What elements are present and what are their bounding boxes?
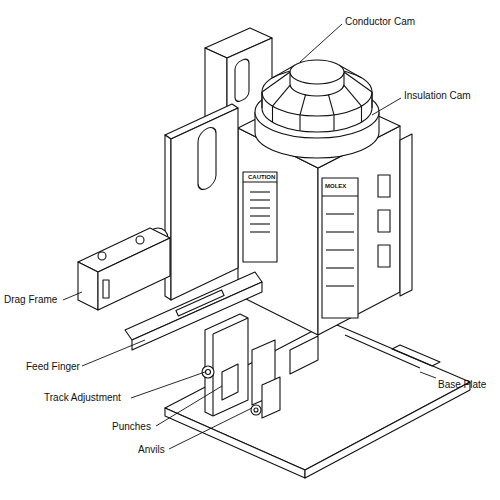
molex-panel xyxy=(322,178,358,318)
drawing-stroke xyxy=(326,249,354,250)
part-label: Drag Frame xyxy=(4,295,57,305)
part-label: Conductor Cam xyxy=(345,17,415,27)
drawing-stroke xyxy=(250,199,270,200)
drawing-stroke xyxy=(378,245,390,267)
cam-lobe-line xyxy=(261,92,262,108)
drawing-stroke xyxy=(392,345,440,366)
drag-frame xyxy=(78,228,170,310)
drawing-stroke xyxy=(250,191,270,192)
drawing-stroke xyxy=(136,236,144,244)
drawing-stroke xyxy=(222,364,238,400)
cam-lobe-line xyxy=(262,72,290,92)
drawing-stroke xyxy=(290,60,344,84)
part-label: Feed Finger xyxy=(26,362,80,372)
drawing-stroke xyxy=(165,408,305,478)
part-label: Track Adjustment xyxy=(44,393,121,403)
part-label: Punches xyxy=(112,422,151,432)
part-label: Anvils xyxy=(138,445,165,455)
drawing-stroke xyxy=(98,238,170,310)
drawing-stroke xyxy=(326,285,354,286)
drawing-stroke xyxy=(290,336,318,374)
drawing-stroke xyxy=(262,61,372,131)
cam-lobe-line xyxy=(371,92,372,108)
tooling xyxy=(202,314,318,418)
drawing-stroke xyxy=(326,231,354,232)
drawing-stroke xyxy=(198,124,216,192)
drawing-stroke xyxy=(243,181,277,182)
drawing-stroke xyxy=(131,372,205,398)
drawing-stroke xyxy=(82,340,145,366)
drawing-stroke xyxy=(250,231,270,232)
drawing-stroke xyxy=(345,335,420,368)
drawing-stroke xyxy=(63,292,82,300)
drawing-stroke xyxy=(235,57,249,103)
drawing-stroke xyxy=(378,210,390,232)
plate-text: MOLEX xyxy=(325,183,346,189)
plate-text: CAUTION xyxy=(248,174,275,180)
drawing-stroke xyxy=(372,98,401,115)
drawing-stroke xyxy=(326,213,354,214)
drawing-stroke xyxy=(156,386,222,426)
drawing-stroke xyxy=(171,108,238,300)
drawing-stroke xyxy=(169,408,252,449)
cam-lobe-line xyxy=(272,106,273,122)
drawing-stroke xyxy=(251,405,261,415)
drawing-stroke xyxy=(176,290,224,316)
drawing-stroke xyxy=(213,318,248,334)
drawing-stroke xyxy=(420,372,436,378)
drawing-stroke xyxy=(78,262,98,310)
drawing-stroke xyxy=(300,24,342,62)
drawing-stroke xyxy=(250,223,270,224)
drawing-stroke xyxy=(326,267,354,268)
part-label: Insulation Cam xyxy=(404,91,471,101)
part-label: Base Plate xyxy=(438,380,486,390)
cam-lobe-line xyxy=(344,72,372,92)
drawing-stroke xyxy=(262,377,280,418)
drawing-stroke xyxy=(400,134,412,296)
cam-lobe-line xyxy=(299,115,300,131)
drawing-stroke xyxy=(206,370,211,375)
drawing-stroke xyxy=(250,215,270,216)
caution-plate xyxy=(243,172,277,262)
drawing-stroke xyxy=(254,408,258,412)
drawing-stroke xyxy=(378,175,390,197)
drawing-stroke xyxy=(103,280,109,298)
drawing-stroke xyxy=(305,382,470,478)
drawing-stroke xyxy=(98,252,106,260)
cam-stack xyxy=(255,60,379,158)
drawing-stroke xyxy=(205,314,248,416)
cam-lobe-line xyxy=(361,106,362,122)
drawing-stroke xyxy=(250,207,270,208)
leader-lines xyxy=(63,24,436,449)
drawing-stroke xyxy=(322,195,358,196)
cam-lobe-line xyxy=(333,115,334,131)
